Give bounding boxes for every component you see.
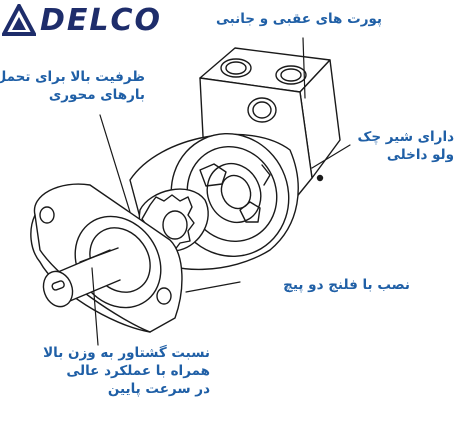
- label-torque-line2: همراه با عملکرد عالی: [66, 363, 210, 379]
- leader-lines: [91, 37, 351, 346]
- label-ports-text: پورت های عقبی و جانبی: [215, 11, 382, 27]
- label-check-line2: ولو داخلی: [386, 147, 454, 163]
- label-check-valve: دارای شیر چک ولو داخلی: [358, 128, 454, 164]
- leader-check: [311, 144, 351, 169]
- brand-logo: DELCO: [2, 4, 162, 38]
- label-check-line1: دارای شیر چک: [357, 129, 454, 145]
- delco-logo-icon: [2, 4, 36, 36]
- output-shaft: [42, 247, 121, 308]
- leader-torque: [91, 267, 99, 346]
- label-torque: نسبت گشتاور به وزن بالا همراه با عملکرد …: [43, 344, 210, 398]
- label-ports: پورت های عقبی و جانبی: [216, 10, 382, 28]
- leader-bearing: [99, 114, 131, 213]
- label-torque-line1: نسبت گشتاور به وزن بالا: [43, 345, 210, 361]
- label-bearing: ظرفیت بالا برای تحمل بارهای محوری: [0, 68, 145, 104]
- label-torque-line3: در سرعت پایین: [107, 381, 210, 397]
- label-flange-text: نصب با فلنج دو پیچ: [283, 277, 410, 293]
- leader-flange: [185, 281, 241, 293]
- leader-ports: [302, 37, 306, 99]
- label-bearing-line2: بارهای محوری: [48, 87, 145, 103]
- brand-name: DELCO: [40, 3, 163, 38]
- label-flange: نصب با فلنج دو پیچ: [283, 276, 410, 294]
- label-bearing-line1: ظرفیت بالا برای تحمل: [0, 69, 145, 85]
